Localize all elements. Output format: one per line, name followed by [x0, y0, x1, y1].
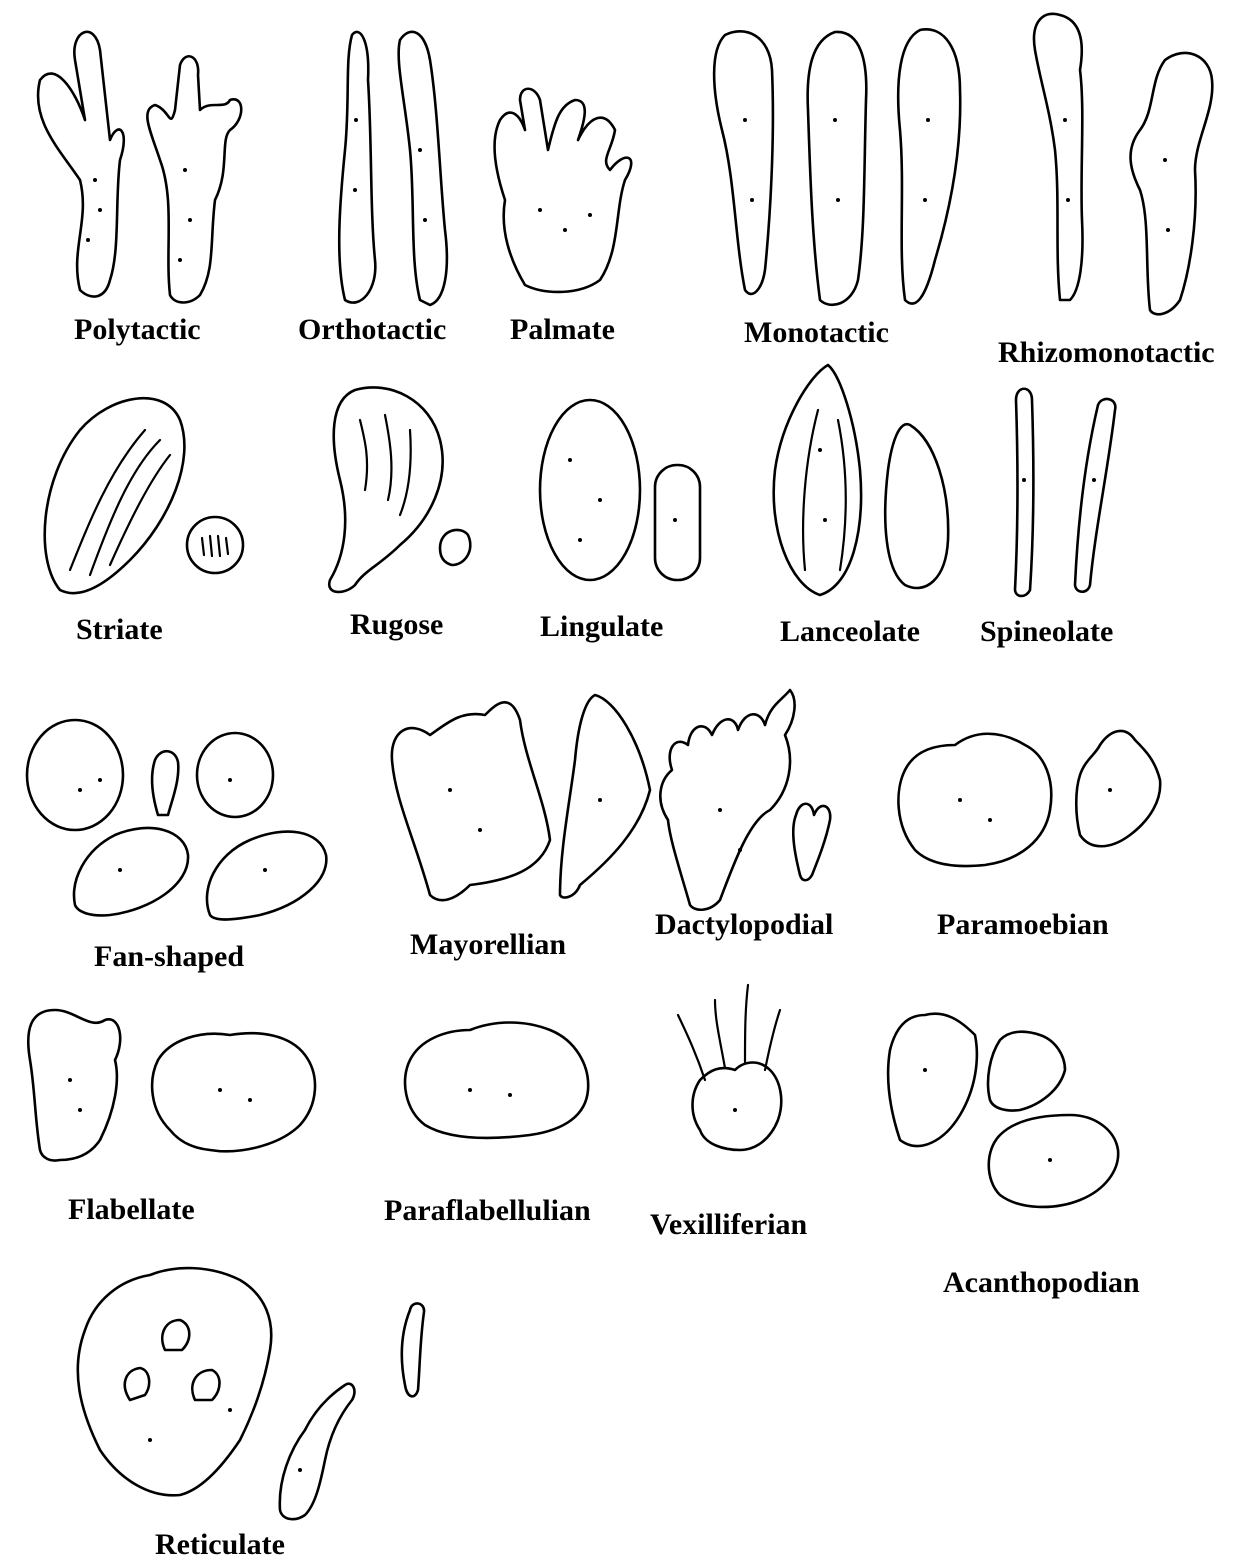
label-rugose: Rugose — [350, 610, 443, 640]
label-paramoebian: Paramoebian — [937, 910, 1109, 940]
palmate-figure — [495, 89, 632, 292]
label-palmate: Palmate — [510, 315, 615, 345]
rugose-figure — [329, 387, 470, 592]
label-lingulate: Lingulate — [540, 612, 663, 642]
rhizomonotactic-figure — [1034, 14, 1212, 315]
label-mayorellian: Mayorellian — [410, 930, 566, 960]
dactylopodial-figure — [660, 690, 830, 910]
label-acanthopodian: Acanthopodian — [943, 1268, 1140, 1298]
reticulate-figure — [78, 1268, 424, 1519]
label-monotactic: Monotactic — [744, 318, 889, 348]
label-reticulate: Reticulate — [155, 1530, 285, 1560]
fan-shaped-figure — [27, 720, 326, 920]
polytactic-figure — [38, 32, 241, 303]
label-rhizomonotactic: Rhizomonotactic — [998, 338, 1215, 368]
label-orthotactic: Orthotactic — [298, 315, 446, 345]
striate-figure — [45, 398, 243, 593]
label-polytactic: Polytactic — [74, 315, 201, 345]
spineolate-figure — [1015, 389, 1115, 596]
lingulate-figure — [540, 400, 700, 580]
label-vexilliferian: Vexilliferian — [650, 1210, 807, 1240]
vexilliferian-figure — [678, 985, 781, 1150]
label-paraflabellulian: Paraflabellulian — [384, 1196, 591, 1226]
monotactic-figure — [714, 29, 960, 304]
mayorellian-figure — [392, 695, 650, 900]
lanceolate-figure — [774, 365, 948, 595]
orthotactic-figure — [339, 32, 447, 305]
label-lanceolate: Lanceolate — [780, 617, 920, 647]
acanthopodian-figure — [888, 1014, 1118, 1207]
label-flabellate: Flabellate — [68, 1195, 195, 1225]
label-spineolate: Spineolate — [980, 617, 1113, 647]
paramoebian-figure — [898, 731, 1160, 866]
flabellate-figure — [28, 1010, 315, 1161]
label-dactylopodial: Dactylopodial — [655, 910, 833, 940]
label-striate: Striate — [76, 615, 163, 645]
paraflabellulian-figure — [405, 1023, 588, 1138]
label-fan-shaped: Fan-shaped — [94, 942, 244, 972]
